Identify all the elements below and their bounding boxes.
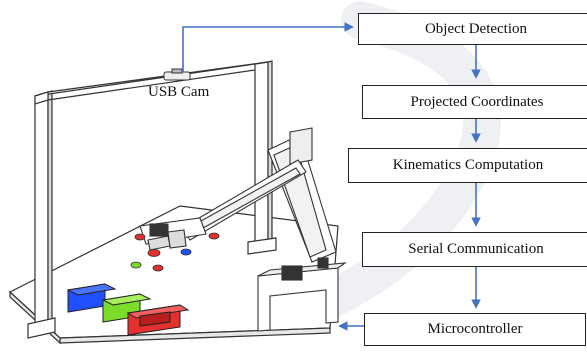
- step-projected-coordinates: Projected Coordinates: [362, 85, 587, 119]
- sorting-bins: [66, 283, 190, 336]
- usb-cam-label: USB Cam: [148, 84, 210, 100]
- step-microcontroller: Microcontroller: [364, 313, 586, 346]
- token-objects: [130, 232, 220, 272]
- step-serial-communication: Serial Communication: [362, 232, 587, 267]
- camera-signal-arrow: [182, 22, 354, 72]
- pipeline-arrows: [338, 45, 481, 331]
- step-object-detection: Object Detection: [358, 13, 587, 45]
- robot-arm: [139, 127, 347, 332]
- usb-camera-icon: [163, 68, 191, 81]
- step-kinematics-computation: Kinematics Computation: [348, 148, 587, 183]
